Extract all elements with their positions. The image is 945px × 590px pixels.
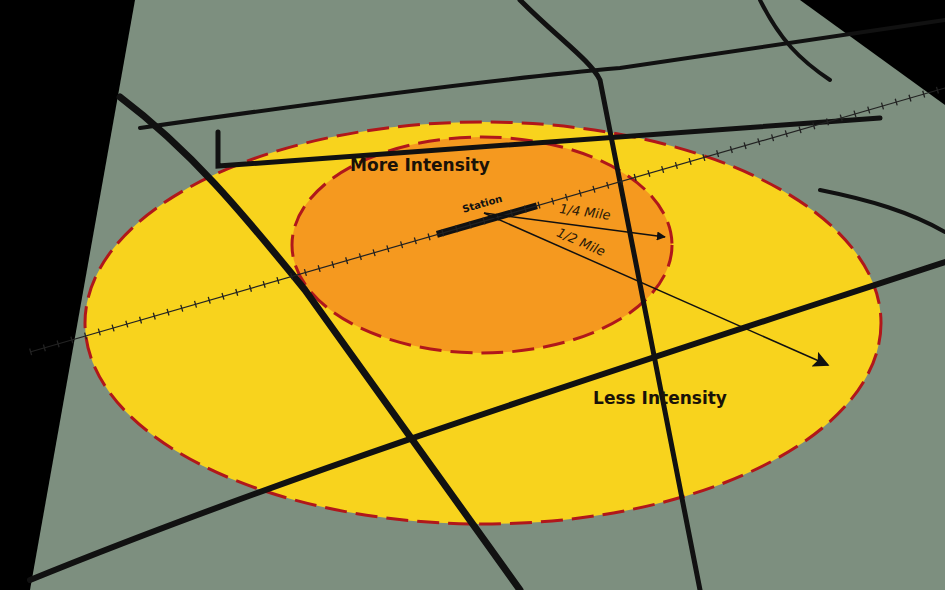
road [520,0,700,590]
rail-line [30,88,945,352]
station-label: Station [461,193,503,215]
distance-label: 1/4 Mile [558,201,611,223]
road [218,118,880,166]
distance-arrows [484,213,828,365]
zone-label: More Intensity [350,155,490,175]
zone-label: Less Intensity [593,388,727,408]
distance-label: 1/2 Mile [554,225,607,260]
ground-surface [30,0,945,590]
road [120,97,520,590]
road [760,0,830,80]
road [820,190,945,232]
half-mile-arrow [484,213,828,365]
